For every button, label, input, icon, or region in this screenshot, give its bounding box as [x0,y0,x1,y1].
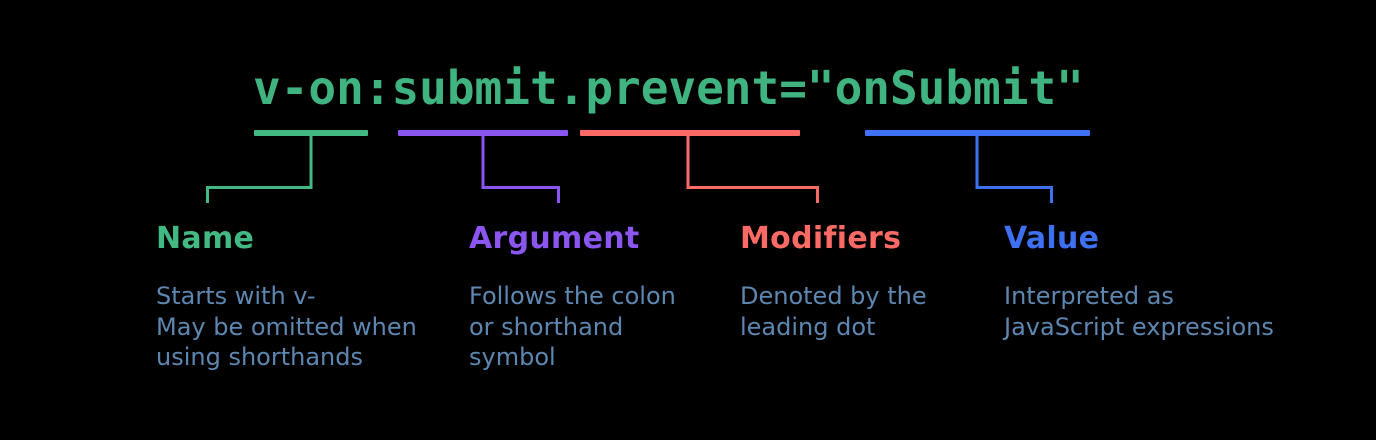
annotation-argument: Argument Follows the colon or shorthand … [469,222,729,373]
code-line: v-on:submit.prevent="onSubmit" [253,61,1084,115]
underline-argument [398,130,568,136]
annotation-modifiers-label: Modifiers [740,221,902,256]
connector-value [975,134,1053,203]
annotation-value-description: Interpreted as JavaScript expressions [1004,282,1274,341]
connector-name [206,134,313,203]
annotation-name-label: Name [156,221,255,256]
underline-name [254,130,368,136]
annotation-argument-description: Follows the colon or shorthand symbol [469,282,676,371]
annotation-value: Value Interpreted as JavaScript expressi… [1004,222,1369,342]
annotation-name: Name Starts with v- May be omitted when … [156,222,476,373]
annotation-modifiers: Modifiers Denoted by the leading dot [740,222,980,342]
annotation-argument-label: Argument [469,221,640,256]
connector-modifiers [686,134,819,203]
connector-argument [481,134,560,203]
underline-value [865,130,1090,136]
annotation-name-description: Starts with v- May be omitted when using… [156,282,417,371]
underline-modifiers [580,130,800,136]
annotation-value-label: Value [1004,221,1100,256]
annotation-modifiers-description: Denoted by the leading dot [740,282,927,341]
